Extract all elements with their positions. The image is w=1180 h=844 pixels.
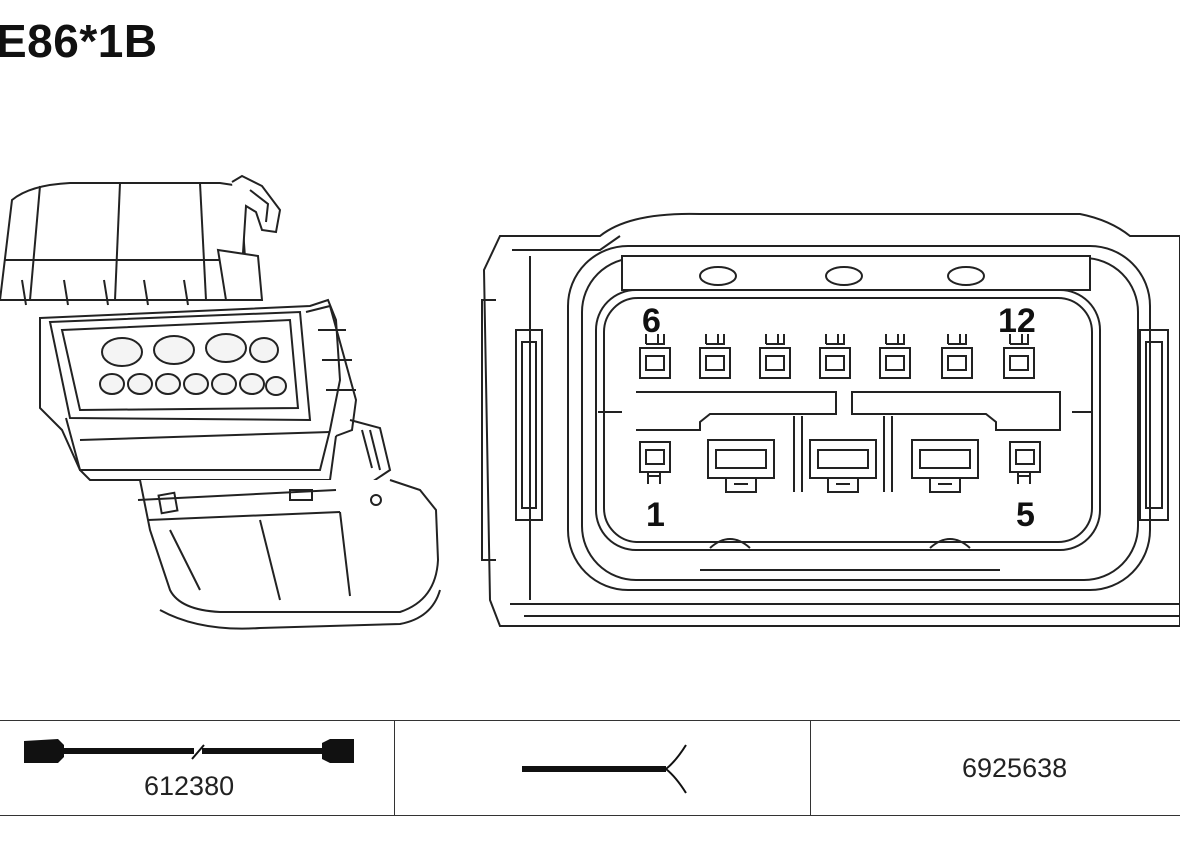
table-cell-splice <box>396 721 811 815</box>
connector-part-number: 6925638 <box>962 753 1068 783</box>
wire-splice-icon <box>522 744 687 794</box>
table-cell-cable: 612380 <box>0 721 395 815</box>
pin-label-12: 12 <box>998 302 1036 340</box>
connector-perspective-view <box>0 174 441 630</box>
pin-label-1: 1 <box>646 496 665 534</box>
bottom-row-terminals <box>639 439 1041 493</box>
connector-drawing: 6 12 1 5 <box>0 174 1180 630</box>
top-row-terminals <box>639 334 1035 379</box>
cable-part-number: 612380 <box>144 771 235 801</box>
pin-label-6: 6 <box>642 302 661 340</box>
info-table: 612380 6925638 <box>0 720 1180 816</box>
connector-title: E86*1B <box>0 15 158 67</box>
table-cell-part-number: 6925638 <box>812 721 1180 815</box>
connector-face-view <box>481 212 1180 627</box>
pin-label-5: 5 <box>1016 496 1035 534</box>
cable-with-terminals-icon <box>24 739 354 763</box>
